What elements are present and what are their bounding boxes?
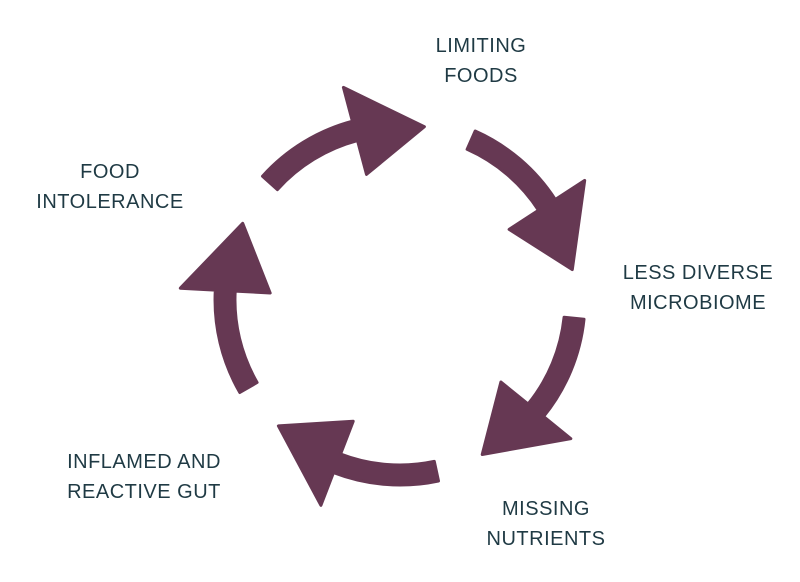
stage-label-line: LESS DIVERSE xyxy=(622,262,774,284)
stage-label-line: INFLAMED AND xyxy=(67,451,221,473)
stage-label-line: MISSING xyxy=(502,498,590,520)
stage-label-line: FOODS xyxy=(444,65,518,87)
stage-label-less-diverse-microbiome: LESS DIVERSE MICROBIOME xyxy=(612,258,784,318)
stage-label-line: NUTRIENTS xyxy=(486,528,606,550)
stage-label-missing-nutrients: MISSING NUTRIENTS xyxy=(476,494,616,554)
arrow-limiting-to-microbiome xyxy=(465,129,587,272)
stage-label-line: MICROBIOME xyxy=(629,292,767,314)
stage-label-line: LIMITING xyxy=(435,35,527,57)
stage-label-line: INTOLERANCE xyxy=(36,191,184,213)
stage-label-food-intolerance: FOOD INTOLERANCE xyxy=(20,157,200,217)
arrow-intolerance-to-limiting xyxy=(261,85,426,192)
cycle-arrows xyxy=(178,85,587,507)
arrow-gut-to-intolerance xyxy=(178,221,272,394)
arrow-microbiome-to-nutrients xyxy=(480,315,586,456)
stage-label-inflamed-and-reactive-gut: INFLAMED AND REACTIVE GUT xyxy=(44,447,244,507)
stage-label-limiting-foods: LIMITING FOODS xyxy=(411,31,551,91)
stage-label-line: REACTIVE GUT xyxy=(67,481,221,503)
stage-label-line: FOOD xyxy=(80,161,140,183)
arrow-nutrients-to-gut xyxy=(276,419,440,507)
